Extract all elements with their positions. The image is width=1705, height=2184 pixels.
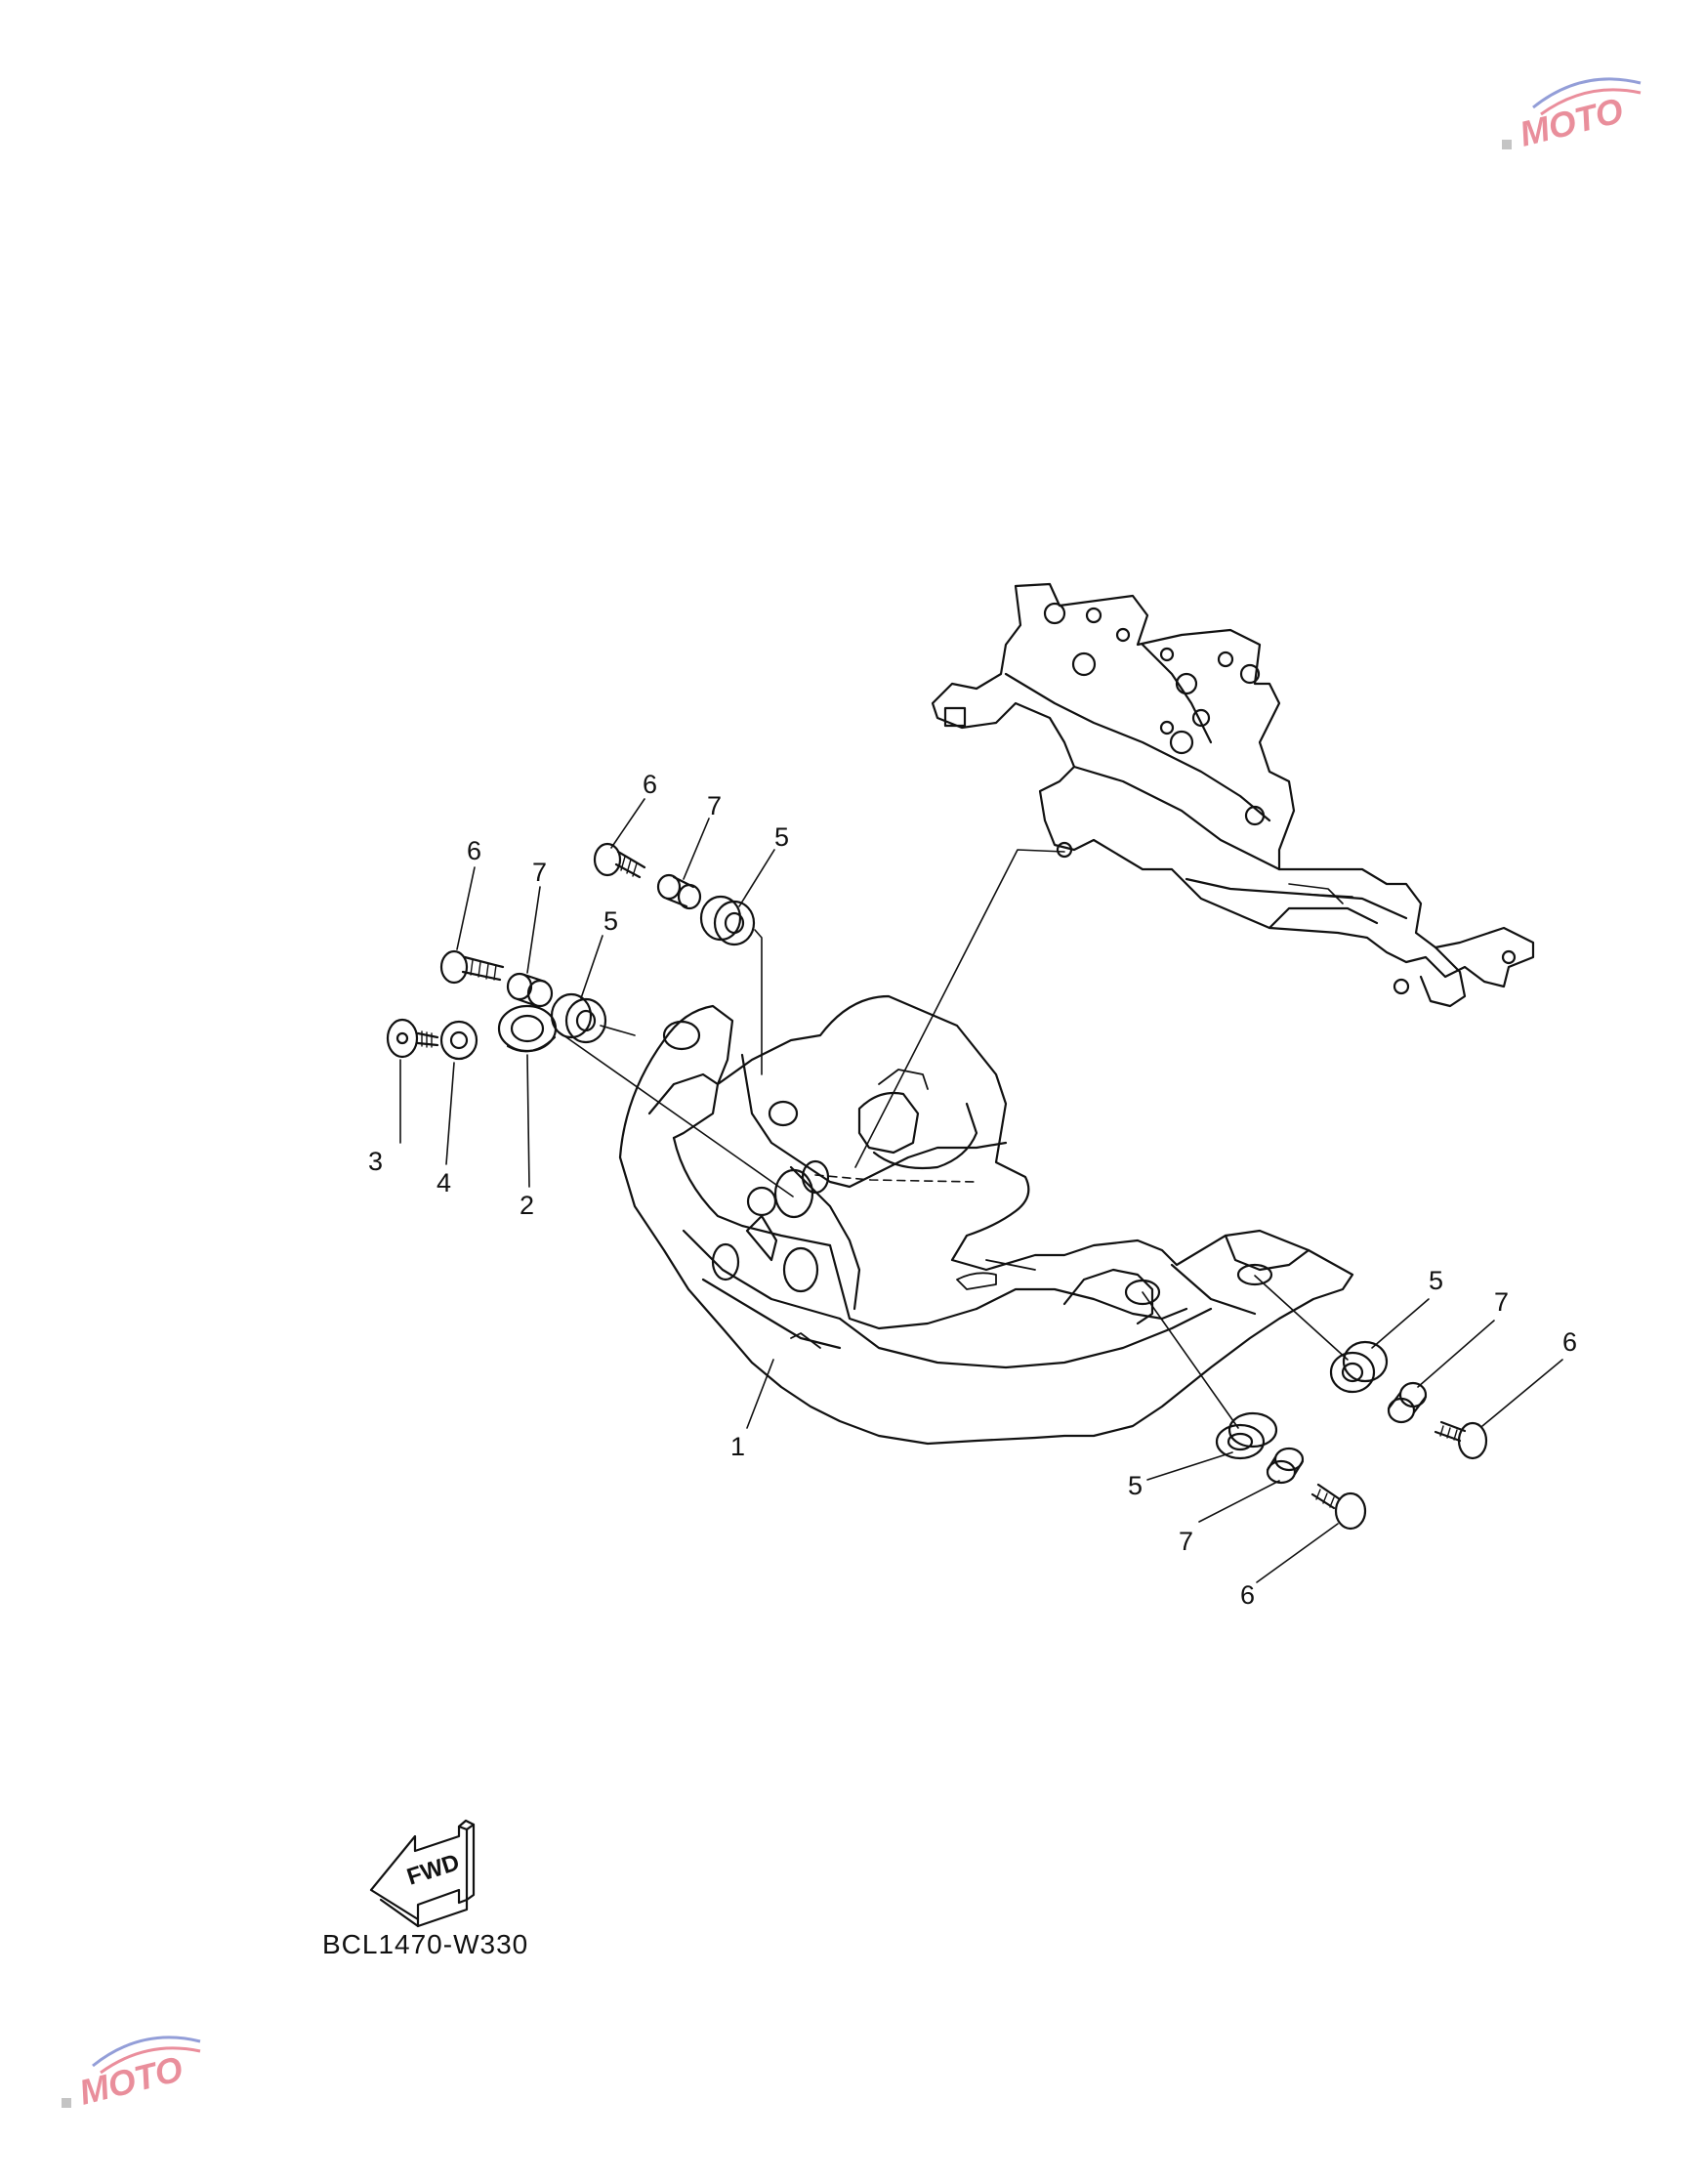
callout-5: 5 — [1429, 1266, 1443, 1295]
watermark-text: MOTO — [1516, 90, 1627, 154]
callout-7: 7 — [532, 858, 547, 887]
callout-5: 5 — [1128, 1471, 1143, 1500]
watermark-text: MOTO — [75, 2048, 187, 2113]
spacer-part-7-d — [1266, 1447, 1305, 1485]
callout-7: 7 — [1179, 1527, 1193, 1556]
callout-6: 6 — [1562, 1327, 1577, 1357]
bolt-part-3 — [386, 1018, 439, 1059]
diagram-code: BCL1470-W330 — [322, 1929, 529, 1959]
callout-6: 6 — [1240, 1580, 1255, 1610]
washer-part-4 — [439, 1020, 478, 1061]
bolt-part-6-b — [439, 949, 505, 985]
callout-5: 5 — [603, 906, 618, 936]
collar-part-2 — [497, 1004, 558, 1053]
assembly-lines — [556, 849, 1349, 1429]
callout-6: 6 — [643, 770, 657, 799]
callout-7: 7 — [707, 791, 722, 820]
callout-5: 5 — [774, 822, 789, 852]
frame-bracket — [931, 582, 1535, 1008]
skid-plate — [618, 994, 1354, 1446]
bolt-part-6-c — [1434, 1420, 1488, 1460]
watermark-logo-top: MOTO — [1502, 77, 1642, 154]
grommet-part-5-b — [550, 992, 607, 1044]
callout-6: 6 — [467, 836, 481, 865]
callout-4: 4 — [437, 1168, 451, 1197]
callout-3: 3 — [368, 1147, 383, 1176]
bolt-part-6-d — [1310, 1483, 1367, 1531]
fwd-arrow — [369, 1819, 476, 1928]
spacer-part-7-a — [656, 873, 702, 910]
spacer-part-7-c — [1387, 1381, 1428, 1424]
callouts: 6 7 5 6 7 5 3 4 2 1 5 7 6 5 7 6 — [368, 770, 1577, 1610]
grommet-part-5-a — [699, 895, 756, 946]
grommet-part-5-d — [1215, 1411, 1278, 1460]
leader-lines — [399, 798, 1563, 1583]
callout-2: 2 — [520, 1191, 534, 1220]
spacer-part-7-b — [506, 972, 554, 1008]
grommet-part-5-c — [1329, 1340, 1389, 1394]
bolt-part-6-a — [593, 842, 646, 879]
callout-7: 7 — [1494, 1287, 1509, 1317]
callout-1: 1 — [730, 1432, 745, 1461]
watermark-logo-bottom: MOTO — [62, 2036, 201, 2113]
